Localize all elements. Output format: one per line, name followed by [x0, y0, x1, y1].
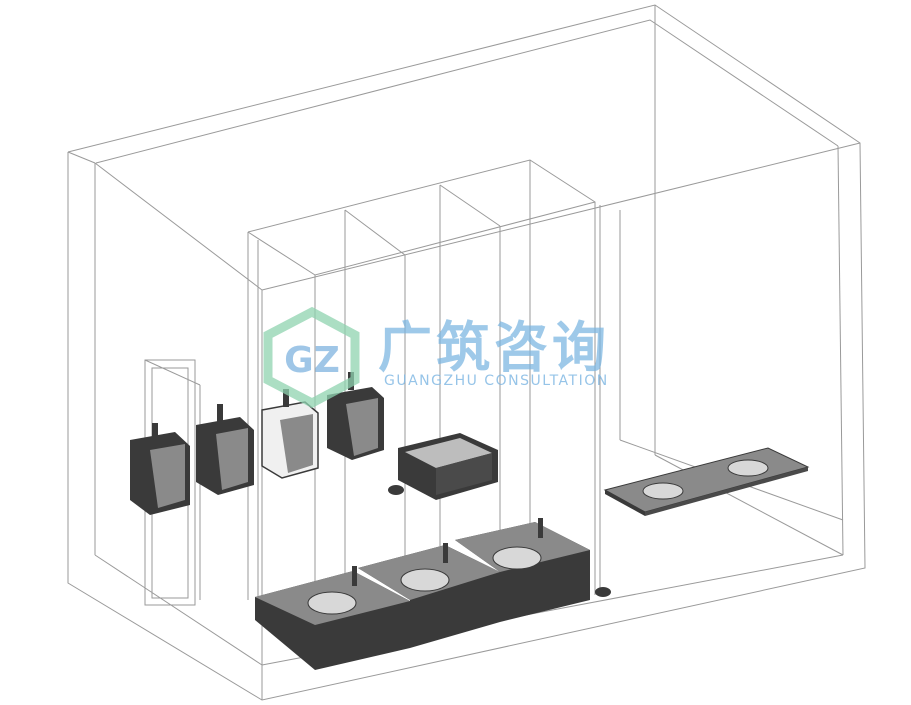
brand-logo-letters: GZ	[284, 340, 340, 381]
brand-name-en: GUANGZHU CONSULTATION	[384, 373, 609, 389]
floor-drain	[595, 587, 611, 597]
urinal-3	[261, 389, 319, 479]
counter-sink	[603, 447, 810, 516]
squat-toilet-platforms	[255, 518, 590, 670]
urinal-2	[196, 404, 254, 495]
floor-drain	[388, 485, 404, 495]
room-wireframe	[67, 4, 866, 701]
urinal-1	[130, 423, 190, 515]
brand-logo-icon: GZ	[263, 306, 360, 409]
mop-sink	[398, 433, 498, 500]
brand-name-cn: 广筑咨询	[378, 316, 610, 379]
urinal-4	[327, 372, 384, 460]
